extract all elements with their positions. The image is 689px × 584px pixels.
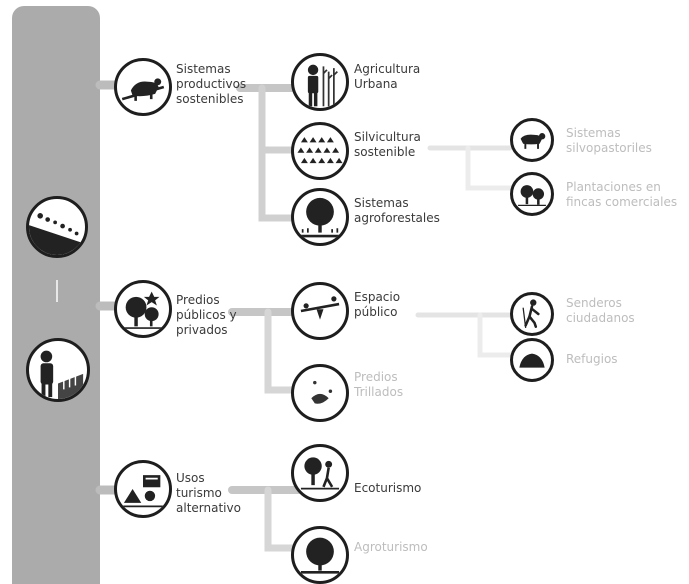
category-label: Sistemas productivos sostenibles (176, 62, 247, 106)
subcategory-label: Silvicultura sostenible (354, 130, 421, 159)
leaf-label: Plantaciones en fincas comerciales (566, 180, 678, 209)
subcategory-label: Espacio público (354, 290, 401, 319)
bar-divider (56, 280, 58, 302)
subcategory-label: Ecoturismo (354, 481, 422, 495)
hillside-icon (26, 196, 88, 258)
park-icon[interactable] (114, 280, 172, 338)
shelter-icon[interactable] (510, 338, 554, 382)
subcategory-label: Predios Trillados (354, 370, 404, 399)
observer-icon (26, 338, 90, 402)
seesaw-icon[interactable] (291, 282, 349, 340)
leaf-label: Sistemas silvopastoriles (566, 126, 652, 155)
hiker-icon[interactable] (510, 292, 554, 336)
subcategory-label: Agroturismo (354, 540, 428, 554)
livestock-icon[interactable] (114, 58, 172, 116)
subcategory-label: Agricultura Urbana (354, 62, 421, 91)
tree-plantation-icon[interactable] (291, 122, 349, 180)
category-label: Predios públicos y privados (176, 293, 237, 337)
cleared-plot-icon[interactable] (291, 364, 349, 422)
agrotourism-icon[interactable] (291, 526, 349, 584)
leaf-label: Senderos ciudadanos (566, 296, 635, 325)
category-label: Usos turismo alternativo (176, 471, 241, 515)
grazing-animal-icon[interactable] (510, 118, 554, 162)
farmer-icon[interactable] (291, 53, 349, 111)
agroforestry-icon[interactable] (291, 188, 349, 246)
leaf-label: Refugios (566, 352, 618, 366)
ecotourism-icon[interactable] (291, 444, 349, 502)
forest-icon[interactable] (510, 172, 554, 216)
camping-icon[interactable] (114, 460, 172, 518)
subcategory-label: Sistemas agroforestales (354, 196, 440, 225)
